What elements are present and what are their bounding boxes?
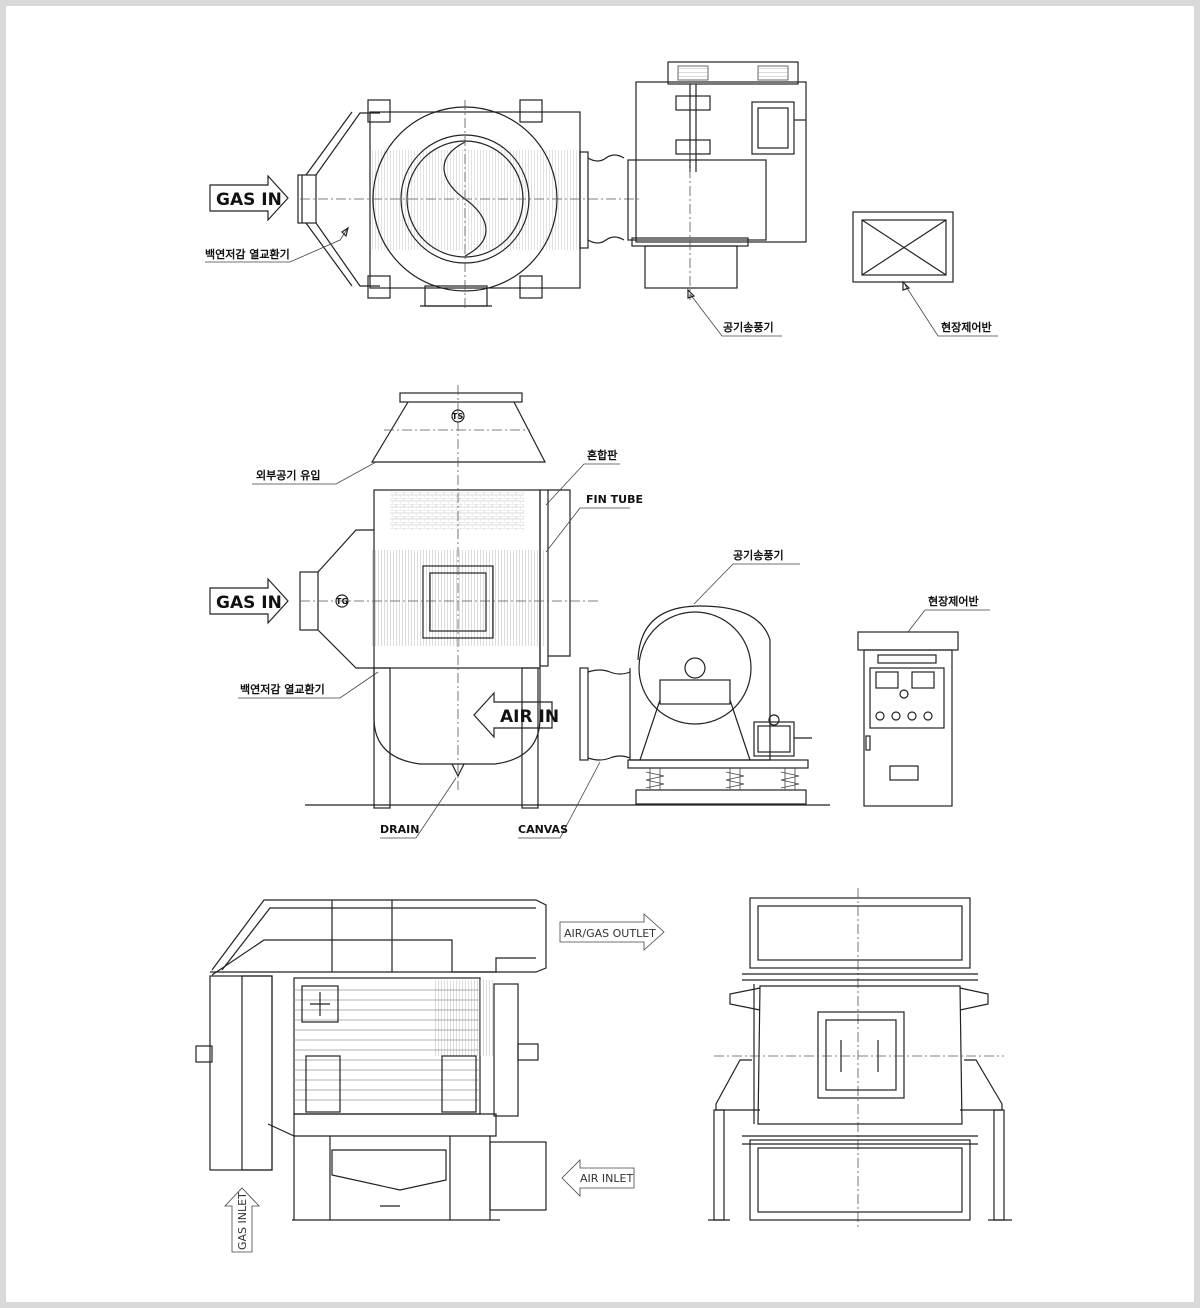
gas-inlet-label: GAS INLET <box>236 1192 249 1250</box>
gas-in-arrow: GAS IN <box>209 174 289 222</box>
air-in-arrow: AIR IN <box>473 691 559 739</box>
air-in-label: AIR IN <box>500 707 559 727</box>
fin-tube-label: FIN TUBE <box>586 493 643 506</box>
blower-label-top: 공기송풍기 <box>723 320 774 334</box>
control-panel-label-front: 현장제어반 <box>928 594 979 608</box>
gas-in-label-front: GAS IN <box>216 593 282 613</box>
heat-exchanger-label-front: 백연저감 열교환기 <box>240 682 325 696</box>
gas-in-label-top: GAS IN <box>216 190 282 210</box>
isometric-view: AIR/GAS OUTLET AIR INLET GAS INLET <box>195 899 665 1253</box>
gas-in-arrow-front: GAS IN <box>209 577 289 625</box>
drain-label: DRAIN <box>380 823 419 836</box>
top-view: GAS IN <box>205 61 998 337</box>
outside-air-label: 외부공기 유입 <box>256 468 321 482</box>
air-gas-outlet-label: AIR/GAS OUTLET <box>564 927 656 940</box>
canvas-label: CANVAS <box>518 823 568 836</box>
mixing-plate-label: 혼합판 <box>587 448 617 462</box>
air-gas-outlet-arrow: AIR/GAS OUTLET <box>559 913 665 951</box>
blower-label-front: 공기송풍기 <box>733 548 784 562</box>
side-view <box>708 888 1012 1230</box>
gas-inlet-arrow: GAS INLET <box>224 1187 260 1253</box>
heat-exchanger-label-top: 백연저감 열교환기 <box>205 247 290 261</box>
air-inlet-arrow: AIR INLET <box>561 1159 635 1197</box>
tg-label: TG <box>336 597 348 606</box>
air-inlet-label: AIR INLET <box>580 1172 633 1185</box>
control-panel-label-top: 현장제어반 <box>941 320 992 334</box>
front-elevation: TS GAS IN TG AIR IN <box>209 385 990 839</box>
